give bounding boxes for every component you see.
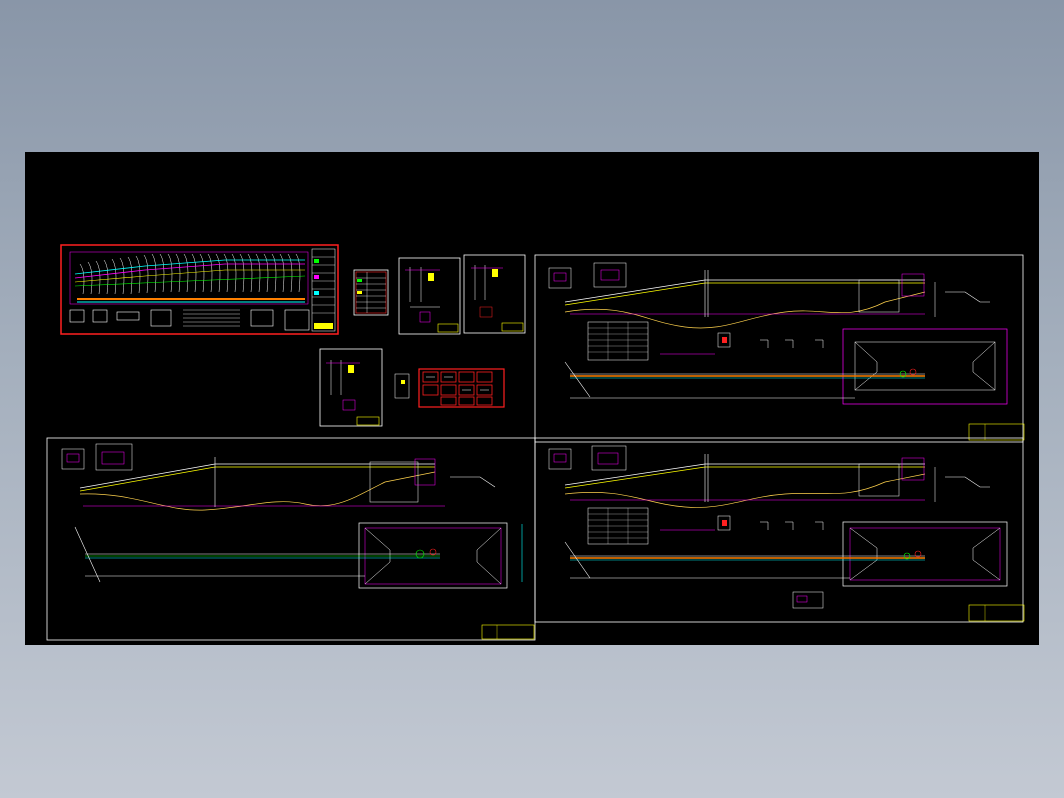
profile-plan-sheet-bottom-right[interactable]: [534, 437, 1025, 623]
legend-table-sheet[interactable]: [353, 269, 389, 316]
cad-drawing: [46, 244, 1025, 641]
detail-sheet-b[interactable]: [463, 254, 526, 334]
profile-plan-sheet-top-right[interactable]: [534, 254, 1025, 443]
detail-sheet-a[interactable]: [398, 257, 461, 335]
cad-drawing-canvas[interactable]: [25, 152, 1039, 645]
red-detail-cluster[interactable]: [394, 368, 505, 408]
detail-sheet-c[interactable]: [319, 348, 383, 427]
red-layout-sheet[interactable]: [60, 244, 339, 335]
profile-plan-sheet-bottom-left[interactable]: [46, 437, 536, 641]
